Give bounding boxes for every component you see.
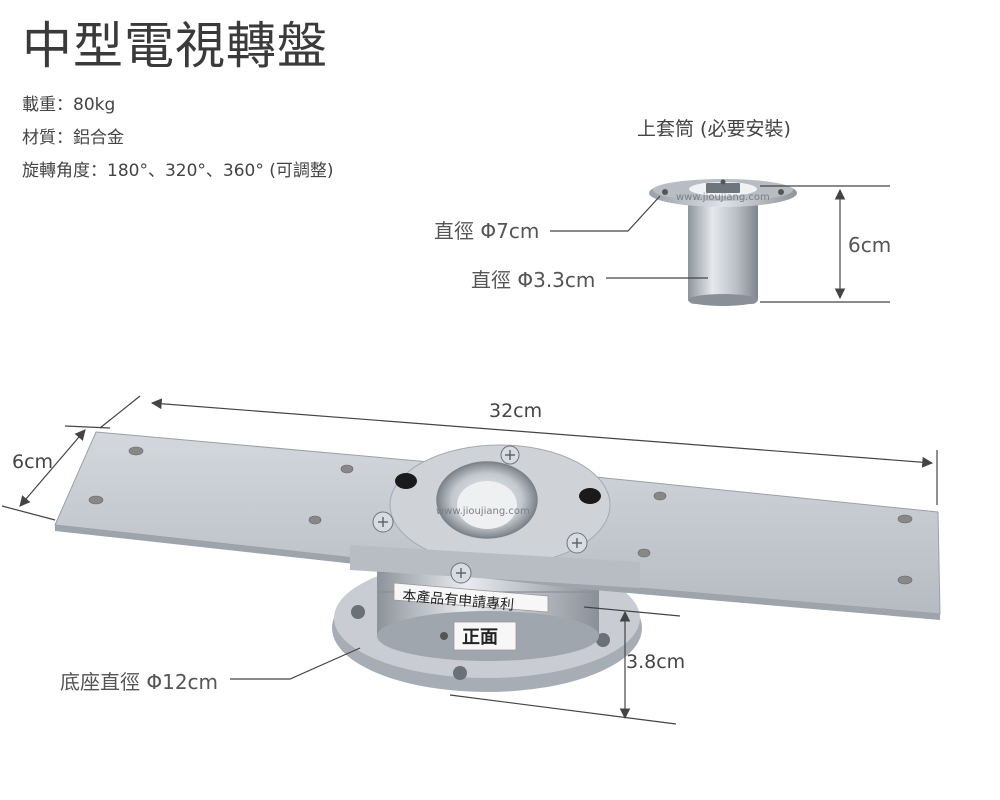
sleeve-outer-diameter: 直徑 Φ7cm [434,219,540,243]
plate-length: 32cm [489,400,543,422]
spec-row-material: 材質：鋁合金 [22,128,124,148]
sticker-front-text: 正面 [462,627,498,648]
watermark-plate: www.jioujiang.com [436,506,530,517]
base-height: 3.8cm [626,651,686,673]
sleeve-dimension-lines [550,185,890,303]
sleeve-inner-diameter: 直徑 Φ3.3cm [471,268,596,292]
spec-row-load: 載重：80kg [22,95,116,115]
upper-sleeve [649,179,797,306]
watermark-sleeve: www.jioujiang.com [676,192,770,203]
sleeve-caption: 上套筒 (必要安裝) [637,118,791,140]
plate-width: 6cm [12,451,54,473]
spec-list: 載重：80kg 材質：鋁合金 旋轉角度：180°、320°、360° (可調整) [22,92,334,191]
sleeve-height: 6cm [848,233,892,257]
page-title: 中型電視轉盤 [22,17,328,75]
base-diameter: 底座直徑 Φ12cm [60,670,219,694]
spec-row-rotation: 旋轉角度：180°、320°、360° (可調整) [22,161,334,181]
sticker-front: 正面 [440,621,517,651]
plate-dimension-lines [1,395,938,725]
